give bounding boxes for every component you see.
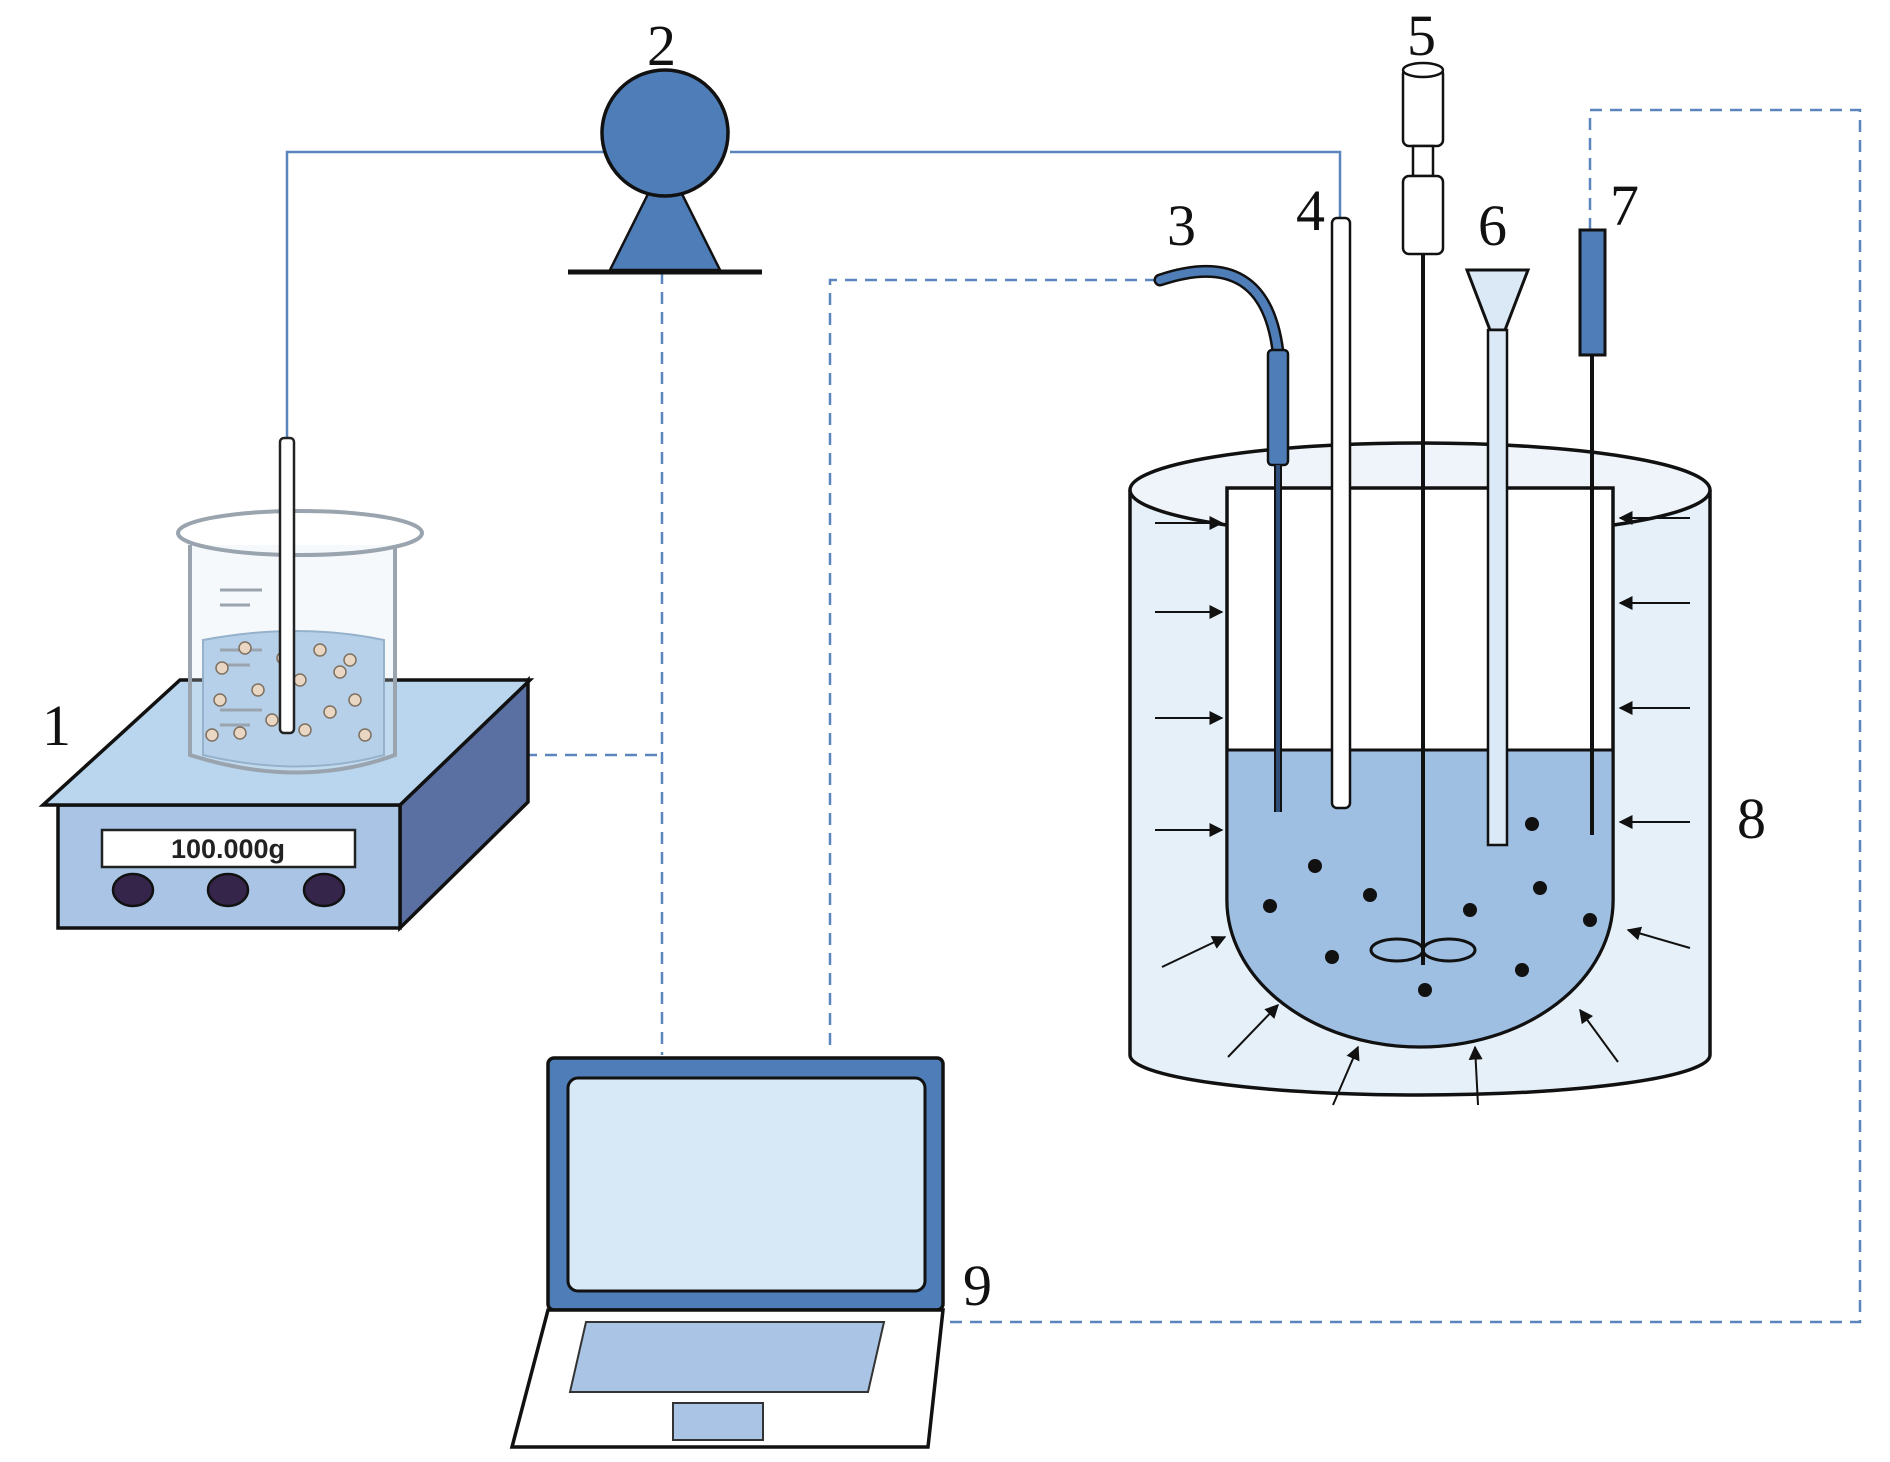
label-probe: 3 — [1167, 193, 1196, 258]
stirrer-motor-top — [1401, 66, 1445, 148]
laptop-keyboard — [568, 1321, 886, 1393]
outlet-tube-line — [730, 150, 1342, 220]
jacket-flow-arrows — [1155, 511, 1691, 1106]
label-funnel: 6 — [1478, 193, 1507, 258]
connection-lines — [285, 108, 1862, 1324]
stirrer-motor-bottom — [1401, 174, 1445, 256]
funnel-stem — [1486, 328, 1509, 847]
label-jacket: 8 — [1737, 786, 1766, 851]
funnel-cone-icon — [1464, 268, 1531, 332]
balance-display — [100, 828, 357, 869]
label-electrode: 7 — [1610, 173, 1639, 238]
beaker-rim — [176, 509, 424, 557]
probe-cable-fill — [1156, 267, 1282, 356]
feed-beaker — [176, 436, 424, 775]
ph-probe — [1153, 265, 1290, 812]
label-balance: 1 — [42, 693, 71, 758]
laptop-trackpad — [672, 1402, 764, 1441]
feed-funnel — [1464, 268, 1531, 847]
dip-tube — [278, 436, 296, 735]
laptop-computer — [509, 1056, 945, 1449]
vessel-liquid — [1225, 748, 1615, 1049]
laptop-screen — [566, 1076, 927, 1293]
probe-signal-line — [828, 278, 1155, 1045]
peristaltic-pump — [568, 68, 762, 275]
overhead-stirrer — [1369, 61, 1477, 965]
electrode-head — [1578, 228, 1607, 357]
label-computer: 9 — [963, 1253, 992, 1318]
vessel-particles — [1263, 817, 1597, 997]
component-labels: 1 2 3 4 5 6 7 8 9 — [42, 3, 1766, 1318]
probe-cable — [1153, 265, 1285, 359]
jacketed-reactor — [1128, 61, 1712, 1106]
sensor-electrode — [1578, 228, 1607, 835]
feed-tube-line — [285, 150, 610, 440]
label-pump: 2 — [647, 13, 676, 78]
pump-head-icon — [600, 68, 730, 198]
stirrer-impeller-icon — [1421, 937, 1477, 963]
stirrer-coupling — [1411, 144, 1435, 178]
balance-knob-icon — [111, 872, 155, 908]
thermometer — [1330, 216, 1352, 810]
probe-body — [1266, 348, 1290, 467]
pump-base-icon — [607, 188, 723, 272]
balance-knob-icon — [206, 872, 250, 908]
label-stirrer: 5 — [1407, 3, 1436, 68]
balance-readout: 100.000g — [171, 834, 285, 864]
label-thermometer: 4 — [1296, 178, 1325, 243]
balance-knob-icon — [302, 872, 346, 908]
electrode-signal-line — [935, 108, 1862, 1324]
stirrer-motor-cap — [1401, 61, 1445, 79]
